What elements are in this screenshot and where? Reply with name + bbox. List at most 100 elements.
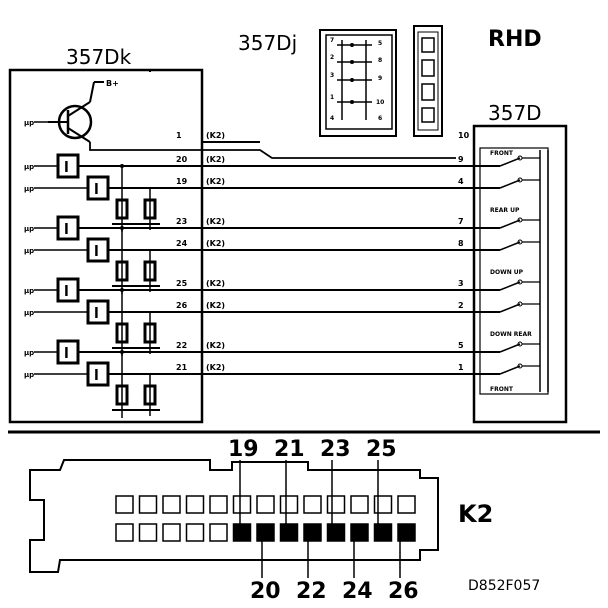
module-pin-label: 22 (176, 341, 187, 350)
resistor (143, 198, 157, 220)
switch-pin-label: 10 (376, 99, 384, 106)
k2-pin-cavity (397, 495, 416, 514)
supply-label: B+ (106, 79, 119, 88)
module-pin-label: 23 (176, 217, 187, 226)
module-io-label: µp (24, 119, 34, 127)
k2-pin-cavity (138, 523, 158, 542)
k2-pin-cavity (185, 495, 205, 514)
mirror-357d: FRONT REAR UP DOWN UP DOWN REAR FRONT (472, 124, 568, 424)
k2-pin-cavity (138, 495, 158, 514)
module-pin-label: 1 (176, 131, 182, 140)
k2-pin-filled (397, 523, 416, 542)
switch-pin-label: 6 (378, 115, 382, 122)
k2-pin-filled (232, 523, 252, 542)
k2-pin-cavity (326, 495, 346, 514)
svg-text:l: l (94, 368, 99, 384)
k2-pin-cavity (256, 495, 275, 514)
module-io-label: µp (24, 185, 34, 193)
switch-pin-label: 1 (330, 94, 334, 101)
switch-label: 357Dj (238, 31, 297, 55)
mirror-function-label: FRONT (490, 386, 514, 393)
module-io-label: µp (24, 349, 34, 357)
module-io-label: µp (24, 247, 34, 255)
mirror-pin-label: 8 (458, 239, 464, 248)
module-io-label: µp (24, 371, 34, 379)
connector-tag: (K2) (206, 239, 225, 248)
switch-pin-label: 5 (378, 40, 382, 47)
k2-pin-cavity (350, 495, 369, 514)
mirror-pin-label: 5 (458, 341, 464, 350)
k2-pin-callout-top: 19 (228, 437, 259, 462)
k2-pin-cavity (373, 495, 393, 514)
resistor (143, 260, 157, 282)
k2-pin-cavity (232, 495, 252, 514)
k2-pin-callout-top: 23 (320, 437, 351, 462)
switch-position-icon (421, 59, 435, 77)
svg-text:l: l (64, 346, 69, 362)
module-label: 357Dk (66, 45, 132, 69)
k2-pin-cavity (209, 495, 228, 514)
k2-pin-filled (326, 523, 346, 542)
mirror-function-label: FRONT (490, 150, 514, 157)
k2-pin-filled (279, 523, 299, 542)
k2-pin-callout-bottom: 22 (296, 579, 327, 604)
k2-pin-cavity (162, 495, 181, 514)
switch-pin-label: 4 (330, 115, 334, 122)
svg-text:l: l (64, 222, 69, 238)
module-io-label: µp (24, 163, 34, 171)
k2-pin-callout-bottom: 26 (388, 579, 419, 604)
figure-reference: D852F057 (468, 578, 540, 594)
mirror-pin-label: 2 (458, 301, 464, 310)
switch-position-icon (421, 83, 435, 101)
module-pin-label: 26 (176, 301, 188, 310)
connector-tag: (K2) (206, 177, 225, 186)
connector-tag: (K2) (206, 301, 225, 310)
module-pin-label: 20 (176, 155, 188, 164)
wire-group: 1(K2)1020(K2)919(K2)423(K2)724(K2)825(K2… (176, 131, 540, 375)
module-pin-label: 25 (176, 279, 188, 288)
connector-tag: (K2) (206, 363, 225, 372)
module-io-label: µp (24, 225, 34, 233)
module-pin-label: 24 (176, 239, 188, 248)
switch-357dj: 7 2 3 1 4 5 8 9 10 6 (319, 29, 397, 137)
mirror-pin-label: 7 (458, 217, 464, 226)
mirror-pin-label: 10 (458, 131, 470, 140)
k2-pin-filled (350, 523, 369, 542)
mirror-label: 357D (488, 101, 542, 125)
module-357dk: B+ µp (8, 68, 456, 424)
k2-pin-cavity (115, 495, 134, 514)
k2-pin-callout-bottom: 20 (250, 579, 281, 604)
mirror-pin-label: 1 (458, 363, 464, 372)
module-pin-label: 21 (176, 363, 188, 372)
svg-text:l: l (94, 182, 99, 198)
connector-tag: (K2) (206, 155, 225, 164)
svg-text:l: l (64, 160, 69, 176)
resistor (143, 322, 157, 344)
k2-pin-cavity (303, 495, 322, 514)
module-io-label: µp (24, 309, 34, 317)
region-label: RHD (488, 27, 542, 52)
k2-connector (29, 459, 439, 573)
k2-pin-cavity (279, 495, 299, 514)
k2-pin-cavity (209, 523, 228, 542)
k2-pin-callout-top: 25 (366, 437, 397, 462)
svg-text:l: l (94, 244, 99, 260)
connector-tag: (K2) (206, 131, 225, 140)
svg-text:l: l (94, 306, 99, 322)
k2-pin-cavity (185, 523, 205, 542)
k2-pin-callout-top: 21 (274, 437, 305, 462)
k2-pin-callout-bottom: 24 (342, 579, 373, 604)
k2-pin-cavity (115, 523, 134, 542)
switch-pin-label: 8 (378, 57, 382, 64)
module-pin-label: 19 (176, 177, 188, 186)
switch-icon-panel (413, 25, 443, 137)
k2-pin-filled (303, 523, 322, 542)
k2-pin-filled (373, 523, 393, 542)
resistor (115, 322, 129, 344)
mirror-pin-label: 9 (458, 155, 464, 164)
svg-text:l: l (64, 284, 69, 300)
switch-position-icon (421, 37, 435, 53)
mirror-function-label: DOWN REAR (490, 331, 532, 338)
